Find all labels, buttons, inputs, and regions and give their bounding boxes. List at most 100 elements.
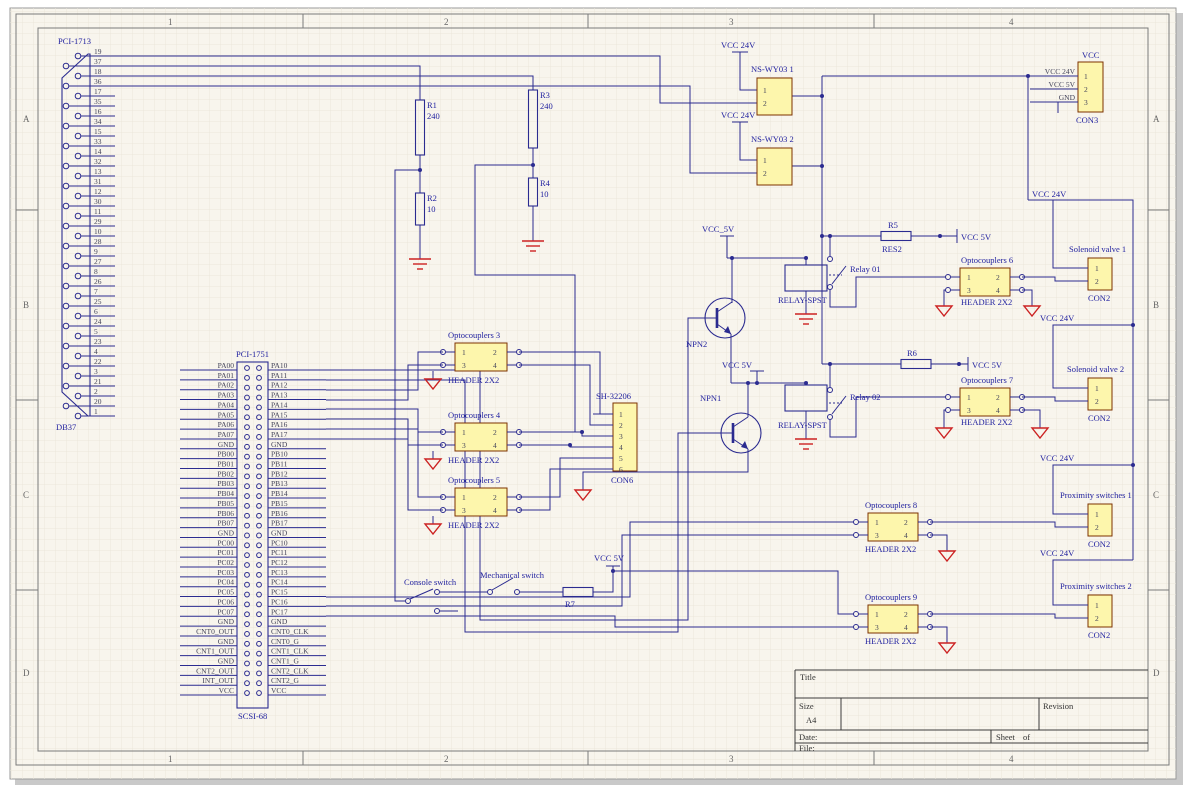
component-optocouplers-4[interactable]: Optocouplers 4 1 2 3 4 HEADER 2X2: [440, 410, 522, 465]
db37-pin-row: 4: [74, 347, 115, 360]
resistor-r2[interactable]: R2 10: [414, 192, 437, 226]
part-label: Optocouplers 8: [865, 500, 917, 510]
scsi68-pin-row: PC04 PC14: [180, 578, 326, 588]
scsi68-pin-row: GND GND: [180, 528, 326, 539]
scsi68-pin-row: PB07 PB17: [180, 519, 326, 529]
pin-number: 3: [875, 531, 879, 540]
scsi68-left-label: CNT2_OUT: [196, 666, 234, 675]
db37-pin-number: 11: [94, 207, 101, 216]
component-optocouplers-6[interactable]: Optocouplers 6 1 2 3 4 HEADER 2X2: [945, 255, 1025, 307]
signal-ground-icon: [423, 378, 443, 391]
scsi68-left-label: GND: [218, 657, 235, 666]
resistor-r4[interactable]: R4 10: [527, 177, 551, 207]
scsi68-pin-row: PB05 PB15: [180, 499, 326, 509]
power-label-vcc5: VCC 5V: [722, 360, 753, 370]
connector-proximity-switches-1[interactable]: Proximity switches 1 1 2 CON2: [1060, 490, 1132, 549]
power-label-vcc24: VCC 24V: [721, 40, 756, 50]
pin-number: 4: [996, 286, 1000, 295]
pin-number: 3: [967, 286, 971, 295]
frame-row-label: B: [23, 300, 29, 310]
db37-pin-row: 14: [74, 147, 115, 160]
ref-label: CON2: [1088, 413, 1110, 423]
frame-col-label: 1: [168, 17, 173, 27]
emitter-arrow-icon: [741, 441, 748, 449]
scsi68-left-label: PC00: [217, 538, 234, 547]
db37-pin-number: 7: [94, 287, 98, 296]
pin-number: 1: [763, 86, 767, 95]
component-optocouplers-3[interactable]: Optocouplers 3 1 2 3 4 HEADER 2X2: [440, 330, 522, 385]
resistor-r7[interactable]: R7: [562, 586, 594, 610]
pin-number: 3: [619, 432, 623, 441]
pin-number: 2: [493, 493, 497, 502]
scsi68-right-label: PB12: [271, 469, 288, 478]
scsi68-pin-row: PA06 PA16: [180, 420, 326, 430]
scsi68-right-label: PB17: [271, 519, 288, 528]
titleblock-size-label: Size: [799, 701, 814, 711]
scsi68-right-label: CNT0_CLK: [271, 627, 309, 636]
resistor-r6[interactable]: R6: [900, 348, 932, 370]
scsi68-left-label: PC06: [217, 597, 234, 606]
resistor-r3[interactable]: R3 240: [527, 89, 553, 149]
component-ns-wy03-2[interactable]: NS-WY03 2 1 2: [751, 134, 794, 186]
sheet-frame: 1 2 3 4 1 2 3 4 A B C D A B C D: [15, 13, 1170, 766]
scsi68-pin-row: CNT2_OUT CNT2_CLK: [180, 666, 326, 677]
transistor-npn1[interactable]: NPN1: [700, 393, 762, 454]
db37-pin-row: 23: [62, 337, 115, 350]
component-optocouplers-9[interactable]: Optocouplers 9 1 2 3 4 HEADER 2X2: [853, 592, 933, 646]
pin-number: 1: [1095, 601, 1099, 610]
mechanical-switch[interactable]: Mechanical switch: [480, 570, 545, 595]
connector-con3[interactable]: VCC VCC 24V 1 VCC 5V 2 GND 3 CON3: [1030, 50, 1104, 125]
power-label-vcc24: VCC 24V: [1040, 548, 1075, 558]
db37-pin-number: 21: [94, 377, 102, 386]
db37-pin-row: 29: [62, 217, 115, 230]
pin-number: 3: [967, 406, 971, 415]
scsi68-right-label: GND: [271, 528, 288, 537]
scsi68-right-label: PB14: [271, 489, 288, 498]
resistor-r1[interactable]: R1 240: [414, 99, 440, 156]
connector-solenoid-valve-2[interactable]: Solenoid valve 2 1 2 CON2: [1067, 364, 1124, 423]
db37-pin-number: 16: [94, 107, 102, 116]
connector-con6[interactable]: SH-32206 1 2 3 4 5 6 CON6: [593, 391, 638, 485]
connector-scsi68[interactable]: PCI-1751 PA00 PA10 PA01 PA11 PA02: [180, 349, 326, 721]
earth-ground-icon: [522, 240, 544, 252]
relay-01[interactable]: Relay 01 RELAY-SPST: [778, 256, 880, 306]
component-ns-wy03-1[interactable]: NS-WY03 1 1 2: [751, 64, 794, 116]
pin-number: 2: [493, 428, 497, 437]
db37-pin-row: 9: [74, 247, 115, 260]
resistor-r5[interactable]: R5 RES2: [880, 220, 912, 254]
pin-number: 3: [462, 441, 466, 450]
connector-solenoid-valve-1[interactable]: Solenoid valve 1 1 2 CON2: [1069, 244, 1126, 303]
scsi68-left-label: PB02: [217, 469, 234, 478]
ref-label: DB37: [56, 422, 76, 432]
scsi68-left-label: PA04: [218, 400, 235, 409]
db37-pin-number: 34: [94, 117, 102, 126]
scsi68-left-label: PB05: [217, 499, 234, 508]
db37-pin-number: 1: [94, 407, 98, 416]
db37-pin-number: 20: [94, 397, 102, 406]
ref-label: CON2: [1088, 630, 1110, 640]
transistor-npn2[interactable]: NPN2: [686, 297, 746, 349]
pin-number: 6: [619, 465, 623, 474]
signal-ground-icon: [937, 642, 957, 655]
connector-proximity-switches-2[interactable]: Proximity switches 2 1 2 CON2: [1060, 581, 1132, 640]
component-optocouplers-7[interactable]: Optocouplers 7 1 2 3 4 HEADER 2X2: [945, 375, 1025, 427]
scsi68-pin-row: PA03 PA13: [180, 391, 326, 401]
frame-row-label: B: [1153, 300, 1159, 310]
scsi68-pin-row: PA04 PA14: [180, 400, 326, 411]
footprint-label: HEADER 2X2: [448, 455, 499, 465]
pin-number: 1: [967, 393, 971, 402]
component-optocouplers-5[interactable]: Optocouplers 5 1 2 3 4 HEADER 2X2: [440, 475, 522, 530]
part-label: Optocouplers 5: [448, 475, 500, 485]
relay-02[interactable]: Relay 02 RELAY-SPST: [778, 384, 880, 430]
titleblock-file-label: File:: [799, 743, 815, 753]
pin-number: 2: [619, 421, 623, 430]
signal-ground-icon: [573, 489, 593, 502]
connector-db37[interactable]: PCI-1713 19 37 18: [56, 36, 115, 432]
pin-number: 1: [1095, 264, 1099, 273]
pin-number: 2: [1095, 277, 1099, 286]
con3-pin-label: VCC 5V: [1049, 80, 1076, 89]
db37-pin-row: 18: [74, 67, 115, 80]
console-switch[interactable]: Console switch: [404, 577, 457, 614]
scsi68-left-label: GND: [218, 617, 235, 626]
component-optocouplers-8[interactable]: Optocouplers 8 1 2 3 4 HEADER 2X2: [853, 500, 933, 554]
